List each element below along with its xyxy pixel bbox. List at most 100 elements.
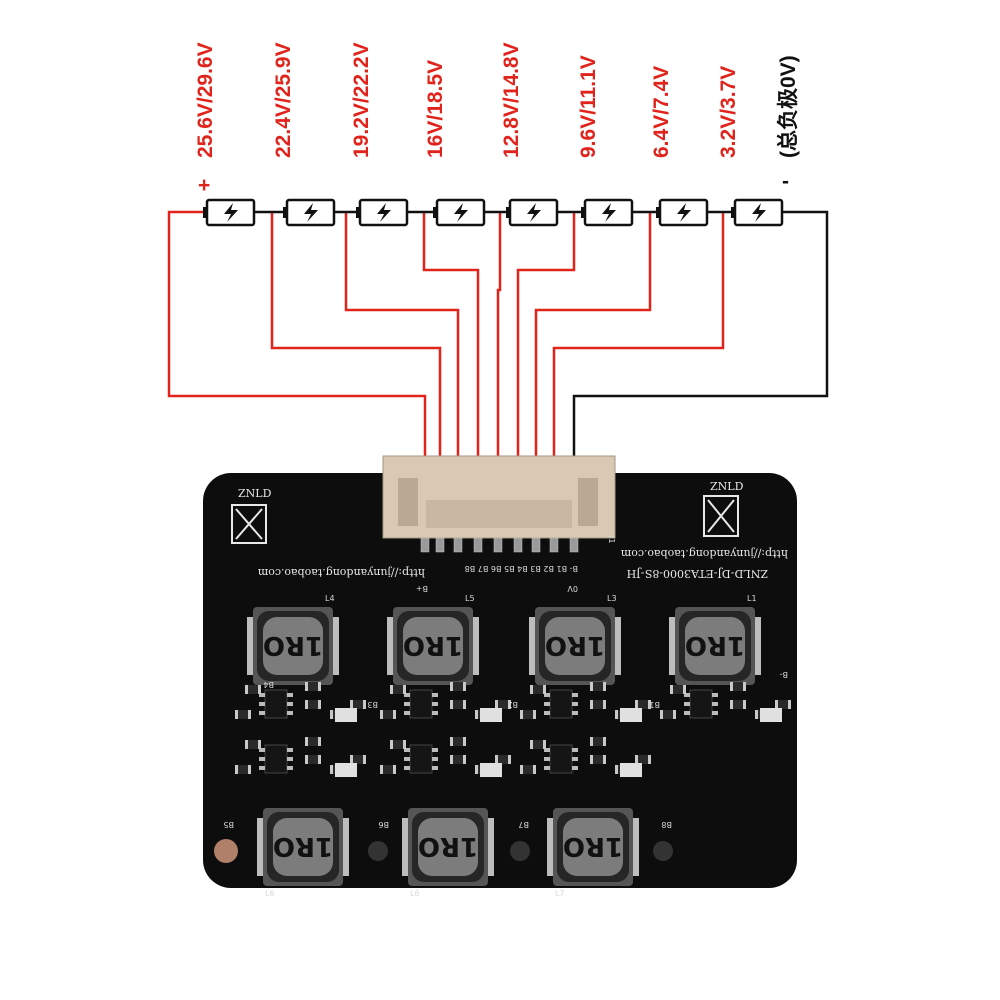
side-label: B3 xyxy=(367,700,378,709)
component-cluster xyxy=(660,682,791,722)
pin-labels: B- B1 B2 B3 B4 B5 B6 B7 B8 xyxy=(465,564,578,573)
inductor-marking: 1RO xyxy=(263,630,323,660)
battery-cell xyxy=(484,198,559,227)
connector-pin xyxy=(549,537,559,553)
component-cluster xyxy=(235,737,366,777)
pad-grey xyxy=(368,841,388,861)
minus-label: - xyxy=(782,170,789,193)
connector-pins xyxy=(420,537,579,553)
side-label: B5 xyxy=(223,820,234,829)
lightning-bolt-icon xyxy=(527,203,541,222)
b-minus-label: B- xyxy=(780,670,788,679)
connector-pin xyxy=(513,537,523,553)
battery-cell xyxy=(557,198,634,227)
inductor: 1RO L5 xyxy=(387,594,479,685)
wire xyxy=(270,212,442,548)
voltage-label: 16V/18.5V xyxy=(424,60,447,158)
voltage-label: 19.2V/22.2V xyxy=(350,42,373,158)
logo-left: ZNLD xyxy=(231,487,272,544)
svg-text:ZNLD: ZNLD xyxy=(710,480,744,493)
logo-right: ZNLD xyxy=(703,480,744,537)
connector-pin xyxy=(569,537,579,553)
lightning-bolt-icon xyxy=(752,203,766,222)
component-cluster xyxy=(520,682,651,722)
battery-cell xyxy=(254,198,336,227)
inductor: 1RO L1 xyxy=(669,594,761,685)
connector-pin xyxy=(531,537,541,553)
component-cluster xyxy=(235,682,366,722)
inductor-marking: 1RO xyxy=(563,831,623,861)
battery-cell xyxy=(334,198,409,227)
lightning-bolt-icon xyxy=(224,203,238,222)
inductor: 1RO L4 xyxy=(247,594,339,685)
wire xyxy=(422,212,480,548)
inductor-marking: 1RO xyxy=(418,831,478,861)
inductor-ref: L3 xyxy=(607,594,617,603)
model-text: ZNLD-DJ-ETA3000-8S-JH xyxy=(627,567,768,580)
connector-pin xyxy=(420,537,430,553)
side-label: B4 xyxy=(263,680,274,689)
inductor-ref: L6 xyxy=(410,889,420,898)
wire xyxy=(572,210,829,548)
side-label: B8 xyxy=(661,820,672,829)
side-label: B6 xyxy=(378,820,389,829)
connector-pin xyxy=(453,537,463,553)
battery-cell xyxy=(707,198,784,227)
inductor-ref: L1 xyxy=(747,594,757,603)
side-label: B1 xyxy=(649,700,660,709)
lightning-bolt-icon xyxy=(377,203,391,222)
voltage-labels: 25.6V/29.6V 22.4V/25.9V 19.2V/22.2V 16V/18.… xyxy=(194,42,800,158)
url-left: http://junyandong.taobao.com xyxy=(257,566,425,579)
url-right: http://junyandong.taobao.com xyxy=(620,547,788,560)
inductor-marking: 1RO xyxy=(273,831,333,861)
inductor-ref: L5 xyxy=(465,594,475,603)
voltage-label: 9.6V/11.1V xyxy=(577,55,600,158)
inductor-ref: L4 xyxy=(325,594,335,603)
wire xyxy=(534,212,652,548)
connector-ref: J1 xyxy=(607,535,616,543)
pad-grey xyxy=(653,841,673,861)
inductor-marking: 1RO xyxy=(403,630,463,660)
battery-cell xyxy=(203,198,256,227)
lightning-bolt-icon xyxy=(677,203,691,222)
wires xyxy=(167,210,829,548)
battery-chain xyxy=(203,198,784,227)
inductor: 1RO L6 xyxy=(402,808,494,898)
voltage-label: 22.4V/25.9V xyxy=(272,42,295,158)
voltage-label: 6.4V/7.4V xyxy=(650,66,673,158)
connector-pin xyxy=(473,537,483,553)
pcb-board: ZNLD ZNLD http://junyandong.taobao.com h… xyxy=(203,455,797,898)
wire xyxy=(552,212,725,548)
inductor-marking: 1RO xyxy=(685,630,745,660)
plus-label: + xyxy=(198,174,210,197)
connector-pin xyxy=(493,537,503,553)
voltage-label: 3.2V/3.7V xyxy=(717,66,740,158)
side-label: B7 xyxy=(518,820,529,829)
battery-cell xyxy=(407,198,486,227)
connector-pin xyxy=(435,537,445,553)
lightning-bolt-icon xyxy=(602,203,616,222)
voltage-label: 12.8V/14.8V xyxy=(500,42,523,158)
lightning-bolt-icon xyxy=(304,203,318,222)
voltage-label: (总负极0V) xyxy=(776,55,800,158)
component-cluster xyxy=(520,737,651,777)
b-plus-label: B+ xyxy=(416,584,428,593)
pad-grey xyxy=(510,841,530,861)
side-label: B2 xyxy=(507,700,518,709)
zero-v-label: 0V xyxy=(567,584,578,593)
battery-cell xyxy=(632,198,709,227)
voltage-label: 25.6V/29.6V xyxy=(194,42,217,158)
component-cluster xyxy=(380,737,511,777)
wire xyxy=(516,212,576,548)
inductor-ref: L7 xyxy=(555,889,565,898)
wire xyxy=(167,210,427,548)
pad-copper xyxy=(214,839,238,863)
svg-text:ZNLD: ZNLD xyxy=(238,487,272,500)
inductor-ref: L6 xyxy=(265,889,275,898)
inductor: 1RO L7 xyxy=(547,808,639,898)
wire xyxy=(496,212,502,548)
